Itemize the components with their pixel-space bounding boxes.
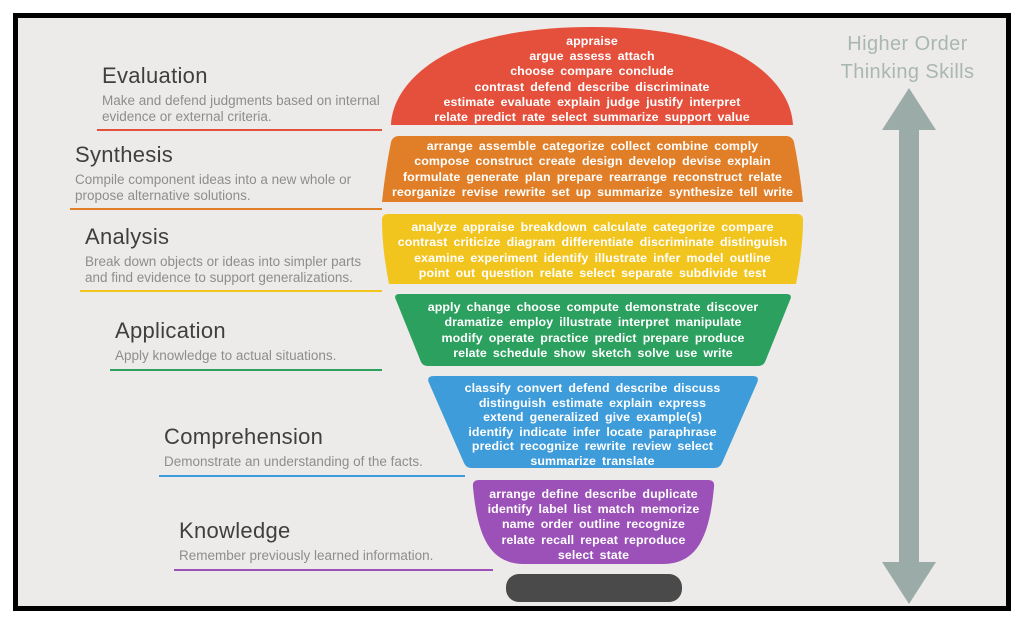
level-underline	[80, 290, 382, 292]
level-description: Apply knowledge to actual situations.	[115, 348, 337, 363]
level-underline	[174, 568, 493, 571]
bulb-base	[506, 574, 682, 602]
level-title: Application	[115, 318, 226, 343]
level-title: Knowledge	[179, 518, 291, 543]
band-verbs-application: apply change choose compute demonstrate …	[427, 300, 759, 361]
bulb-band-synthesis	[382, 136, 803, 202]
level-title: Synthesis	[75, 142, 174, 167]
bulb-band-analysis	[382, 214, 803, 284]
level-label-knowledge: Knowledge Remember previously learned in…	[174, 518, 493, 571]
level-title: Analysis	[85, 224, 170, 249]
level-underline	[97, 129, 382, 131]
level-title: Evaluation	[102, 63, 208, 88]
level-label-application: Application Apply knowledge to actual si…	[110, 318, 382, 371]
bulb-band-knowledge	[472, 480, 715, 564]
higher-order-thinking-label: Higher Order Thinking Skills	[825, 30, 990, 86]
band-verbs-comprehension: classify convert defend describe discuss…	[464, 381, 721, 468]
band-verbs-analysis: analyze appraise breakdown calculate cat…	[397, 220, 788, 281]
bulb-band-comprehension	[428, 376, 758, 468]
level-label-synthesis: Synthesis Compile component ideas into a…	[70, 142, 382, 210]
level-underline	[70, 208, 382, 210]
level-title: Comprehension	[164, 424, 324, 449]
bulb-band-evaluation	[391, 27, 793, 125]
level-description: Remember previously learned information.	[179, 548, 434, 563]
level-underline	[159, 474, 465, 477]
bulb-band-application	[395, 294, 791, 366]
level-label-comprehension: Comprehension Demonstrate an understandi…	[159, 424, 465, 477]
band-verbs-evaluation: appraise argue assess attach choose comp…	[434, 34, 750, 125]
level-description: Demonstrate an understanding of the fact…	[164, 454, 423, 469]
level-description: Break down objects or ideas into simpler…	[85, 254, 362, 285]
level-label-analysis: Analysis Break down objects or ideas int…	[80, 224, 382, 292]
higher-order-line2: Thinking Skills	[840, 61, 975, 83]
order-scale-arrow-icon	[882, 88, 936, 604]
level-description: Make and defend judgments based on inter…	[102, 93, 380, 124]
level-underline	[110, 368, 382, 371]
band-verbs-synthesis: arrange assemble categorize collect comb…	[391, 139, 794, 200]
level-description: Compile component ideas into a new whole…	[75, 172, 352, 203]
band-verbs-knowledge: arrange define describe duplicate identi…	[487, 487, 700, 562]
higher-order-line1: Higher Order	[847, 33, 968, 55]
level-label-evaluation: Evaluation Make and defend judgments bas…	[97, 63, 382, 131]
